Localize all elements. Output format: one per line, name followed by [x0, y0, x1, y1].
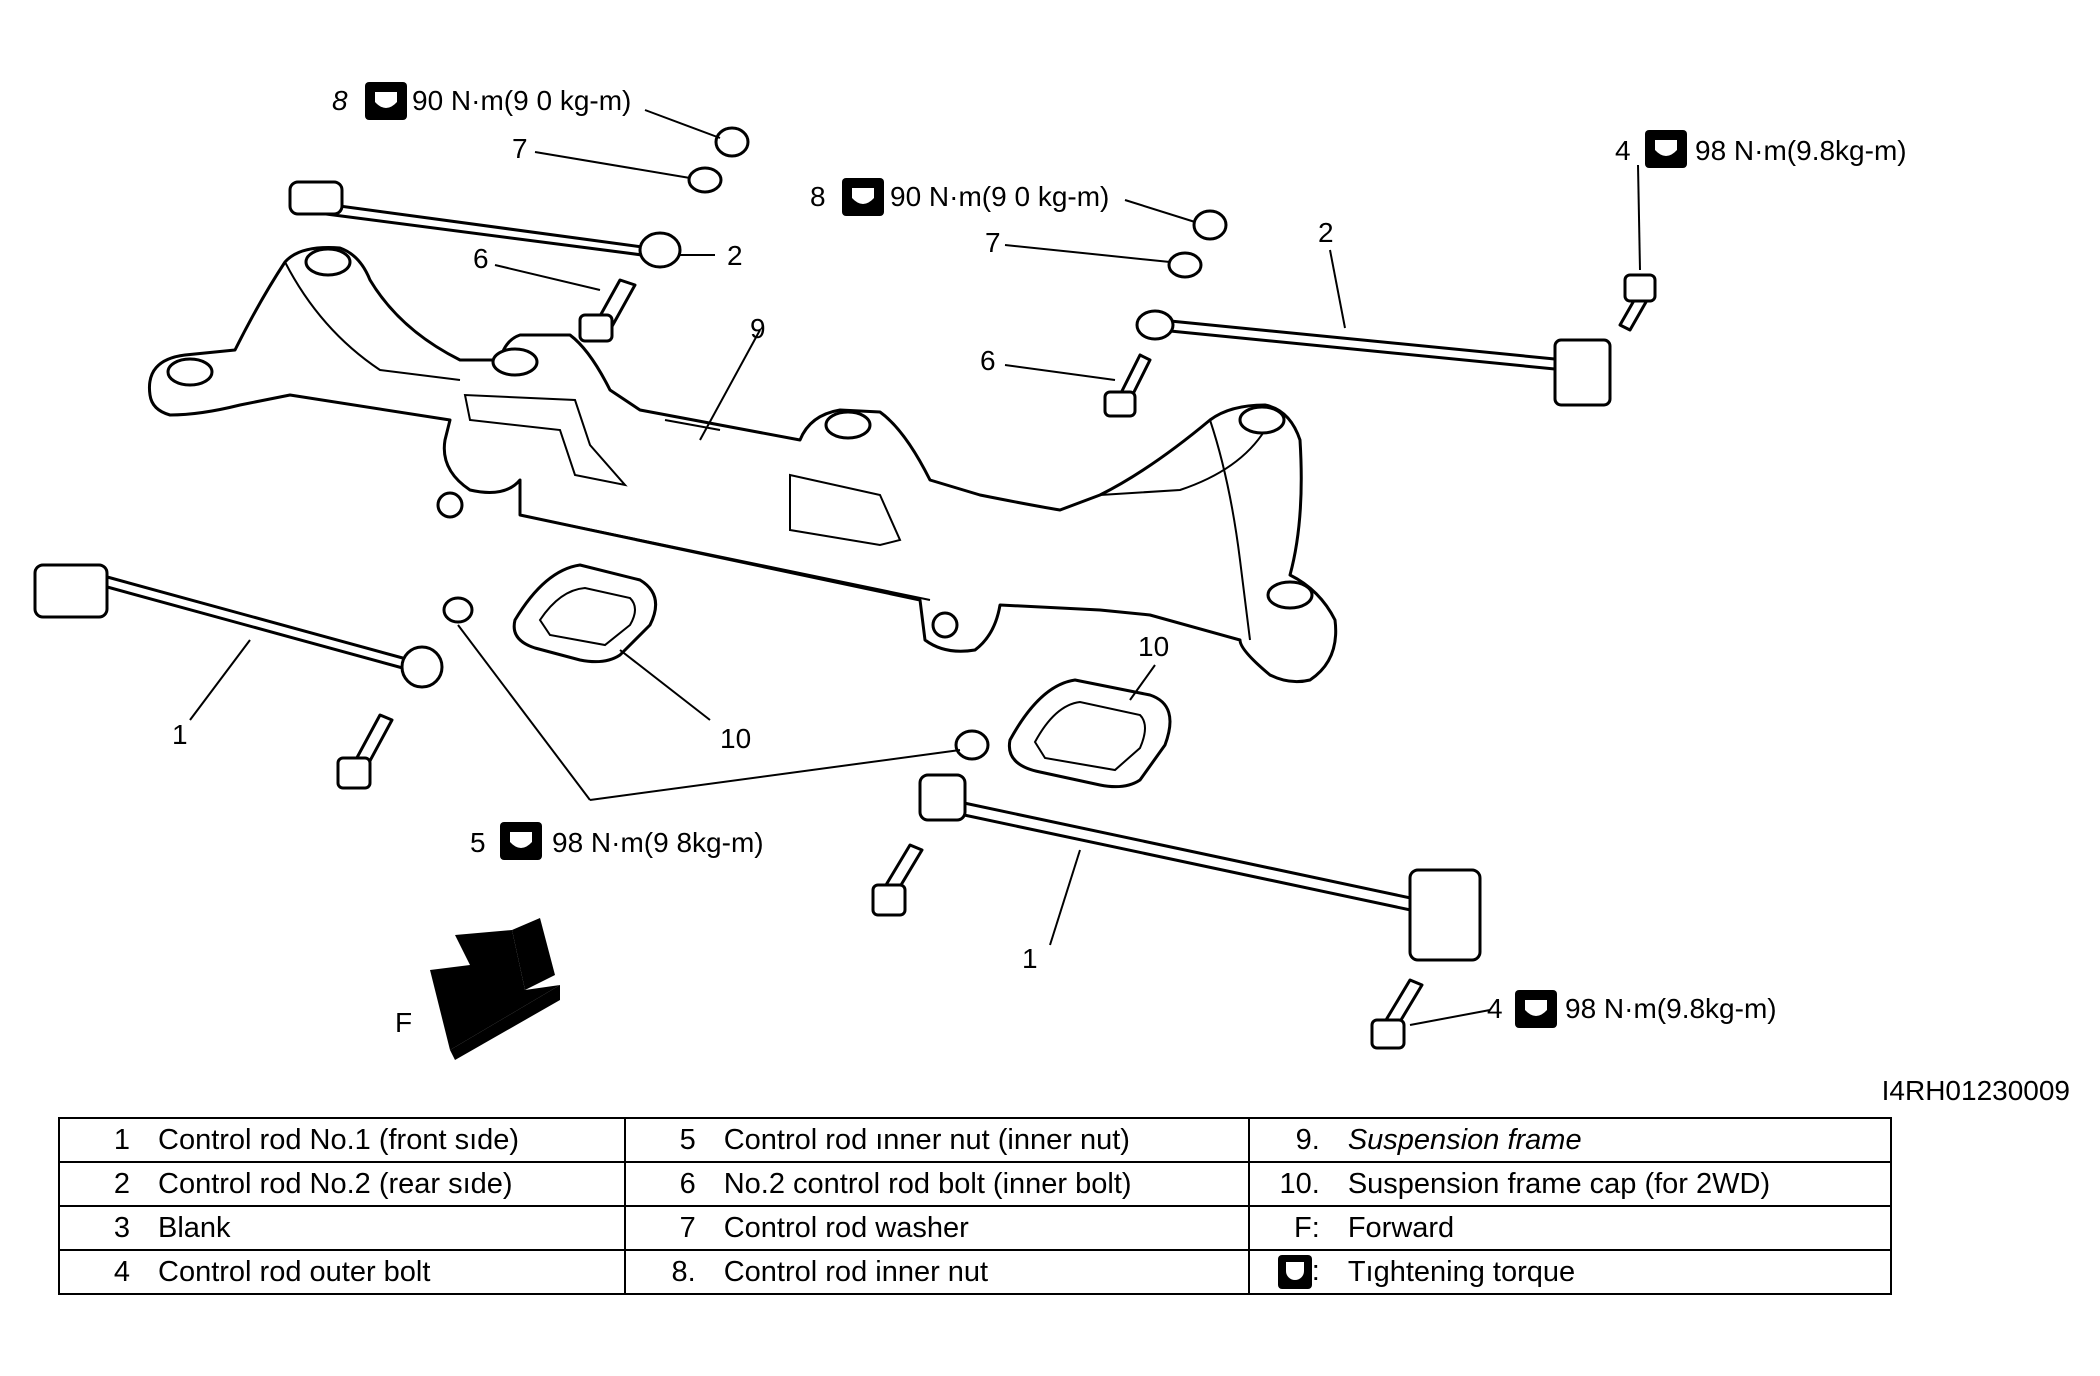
- torque-value-5: 98 N·m(9 8kg-m): [552, 827, 764, 858]
- callout-4: 4: [1615, 135, 1631, 166]
- callout-8: 8: [332, 85, 348, 116]
- torque-icon: [1645, 130, 1687, 168]
- torque-icon: [365, 82, 407, 120]
- legend-description: Suspension frame cap (for 2WD): [1337, 1161, 1893, 1207]
- parts-legend-table: 1 Control rod No.1 (front sıde) 5 Contro…: [58, 1117, 1893, 1295]
- callout-8: 8: [810, 181, 826, 212]
- legend-number: 9.: [1247, 1117, 1338, 1163]
- legend-number: F:: [1247, 1205, 1338, 1251]
- legend-number: 1: [58, 1117, 148, 1163]
- suspension-frame-caps: [512, 563, 1172, 789]
- callout-10: 10: [1138, 631, 1169, 662]
- legend-row: 3 Blank 7 Control rod washer F: Forward: [58, 1205, 1893, 1251]
- torque-value-8: 90 N·m(9 0 kg-m): [890, 181, 1109, 212]
- callout-9: 9: [750, 313, 766, 344]
- legend-description: Control rod No.1 (front sıde): [148, 1117, 626, 1163]
- callout-1: 1: [172, 719, 188, 750]
- legend-number: 10.: [1247, 1161, 1338, 1207]
- torque-value-4: 98 N·m(9.8kg-m): [1565, 993, 1777, 1024]
- legend-number: 6: [623, 1161, 714, 1207]
- forward-label: F: [395, 1007, 412, 1038]
- legend-description: Suspension frame: [1337, 1117, 1893, 1163]
- control-rod-no2-right: [1135, 309, 1612, 407]
- legend-number: 4: [58, 1249, 148, 1295]
- leader-lines: [189, 109, 1641, 1026]
- hardware: [336, 126, 1657, 1050]
- torque-icon: [1515, 990, 1557, 1028]
- legend-row: 4 Control rod outer bolt 8. Control rod …: [58, 1249, 1893, 1295]
- control-rod-no2-left: [288, 180, 682, 269]
- callout-10: 10: [720, 723, 751, 754]
- callout-6: 6: [980, 345, 996, 376]
- forward-arrow-icon: [430, 918, 560, 1060]
- callout-2: 2: [1318, 217, 1334, 248]
- legend-description: Control rod ınner nut (inner nut): [713, 1117, 1250, 1163]
- legend-description: Tıghtening torque: [1337, 1249, 1893, 1295]
- legend-row: 1 Control rod No.1 (front sıde) 5 Contro…: [58, 1117, 1893, 1163]
- callout-1: 1: [1022, 943, 1038, 974]
- callout-4: 4: [1487, 993, 1503, 1024]
- legend-number: 8.: [623, 1249, 714, 1295]
- legend-description: Control rod inner nut: [713, 1249, 1250, 1295]
- callout-7: 7: [985, 227, 1001, 258]
- callout-5: 5: [470, 827, 486, 858]
- legend-description: Control rod washer: [713, 1205, 1250, 1251]
- callout-6: 6: [473, 243, 489, 274]
- legend-number: 7: [623, 1205, 714, 1251]
- legend-torque-symbol: :: [1247, 1249, 1338, 1295]
- legend-number: 3: [58, 1205, 148, 1251]
- legend-description: Forward: [1337, 1205, 1893, 1251]
- legend-description: Control rod outer bolt: [148, 1249, 626, 1295]
- control-rod-no1-left: [33, 563, 444, 689]
- callout-7: 7: [512, 133, 528, 164]
- torque-icon: [1277, 1255, 1312, 1290]
- legend-description: Control rod No.2 (rear sıde): [148, 1161, 626, 1207]
- legend-number: 2: [58, 1161, 148, 1207]
- torque-icon: [500, 822, 542, 860]
- legend-number: :: [1311, 1254, 1320, 1287]
- suspension-frame: [147, 246, 1338, 684]
- torque-value-4: 98 N·m(9.8kg-m): [1695, 135, 1907, 166]
- legend-number: 5: [623, 1117, 714, 1163]
- legend-description: No.2 control rod bolt (inner bolt): [713, 1161, 1250, 1207]
- torque-value-8: 90 N·m(9 0 kg-m): [412, 85, 631, 116]
- figure-code: I4RH01230009: [1882, 1075, 2070, 1106]
- torque-icon: [842, 178, 884, 216]
- control-rod-no1-right: [918, 773, 1482, 962]
- callout-2: 2: [727, 240, 743, 271]
- legend-row: 2 Control rod No.2 (rear sıde) 6 No.2 co…: [58, 1161, 1893, 1207]
- legend-description: Blank: [148, 1205, 626, 1251]
